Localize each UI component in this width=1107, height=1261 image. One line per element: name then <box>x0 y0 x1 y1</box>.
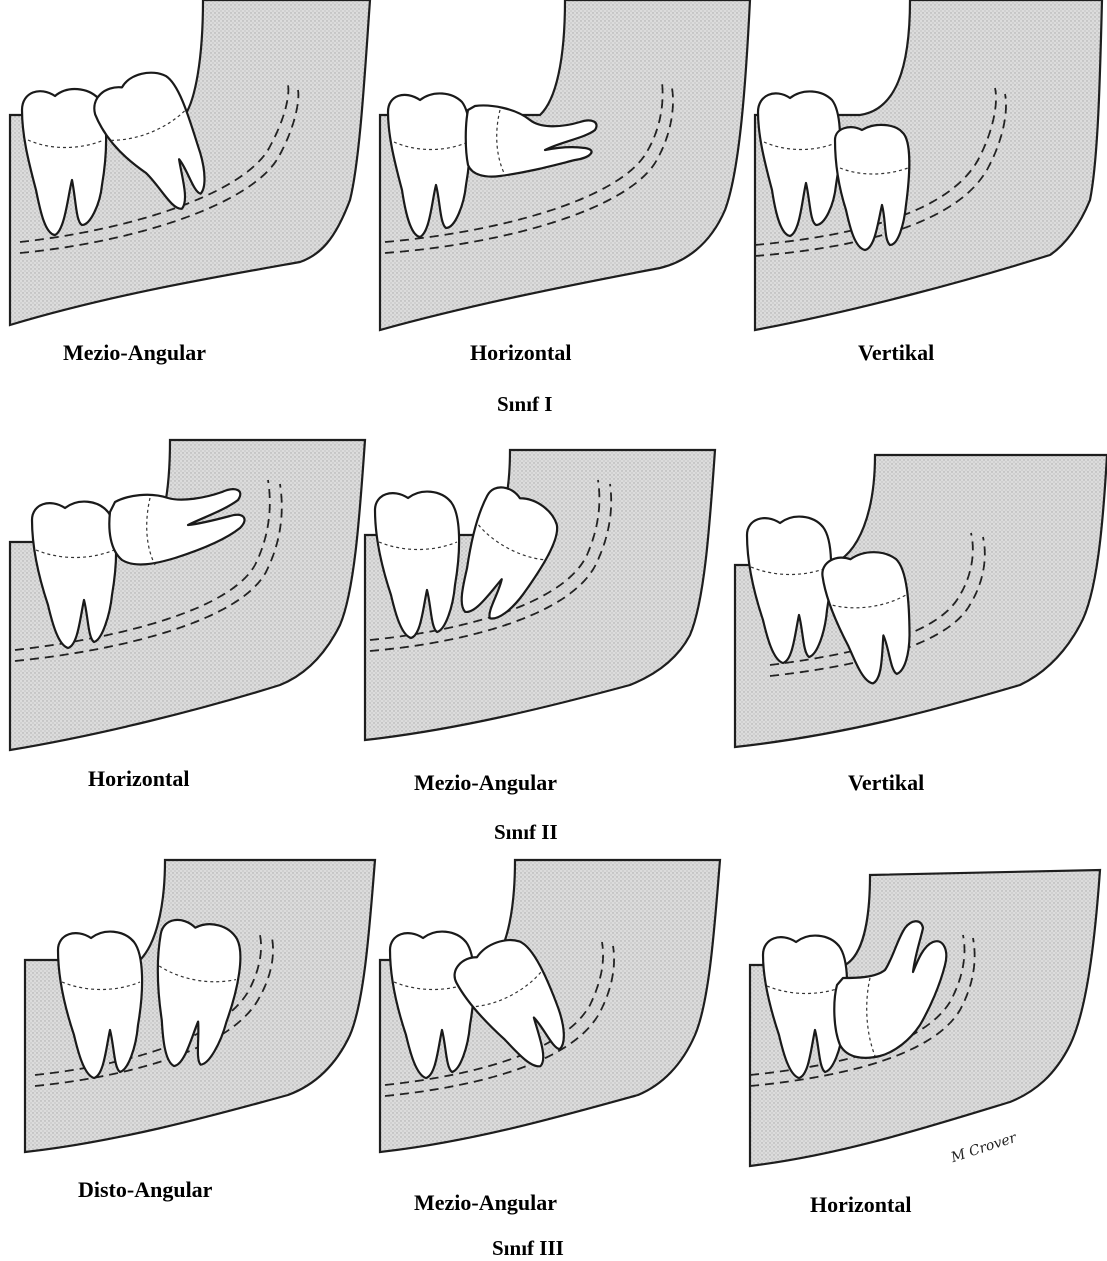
panel-1-3 <box>750 0 1102 335</box>
caption-1-1: Mezio-Angular <box>63 340 206 366</box>
panel-2-1 <box>10 440 365 755</box>
caption-3-2: Mezio-Angular <box>414 1190 557 1216</box>
panel-2-2 <box>365 450 715 750</box>
caption-2-1: Horizontal <box>88 766 189 792</box>
class-label-2: Sınıf II <box>494 820 558 845</box>
caption-1-2: Horizontal <box>470 340 571 366</box>
caption-2-3: Vertikal <box>848 770 924 796</box>
panel-2-3 <box>735 455 1107 750</box>
caption-2-2: Mezio-Angular <box>414 770 557 796</box>
class-label-1: Sınıf I <box>497 392 552 417</box>
panel-3-2 <box>380 860 720 1160</box>
caption-1-3: Vertikal <box>858 340 934 366</box>
panel-3-3 <box>745 870 1100 1170</box>
caption-3-3: Horizontal <box>810 1192 911 1218</box>
caption-3-1: Disto-Angular <box>78 1177 212 1203</box>
panel-1-1 <box>10 0 370 335</box>
class-label-3: Sınıf III <box>492 1236 564 1261</box>
panel-1-2 <box>380 0 750 335</box>
panel-3-1 <box>20 860 375 1160</box>
